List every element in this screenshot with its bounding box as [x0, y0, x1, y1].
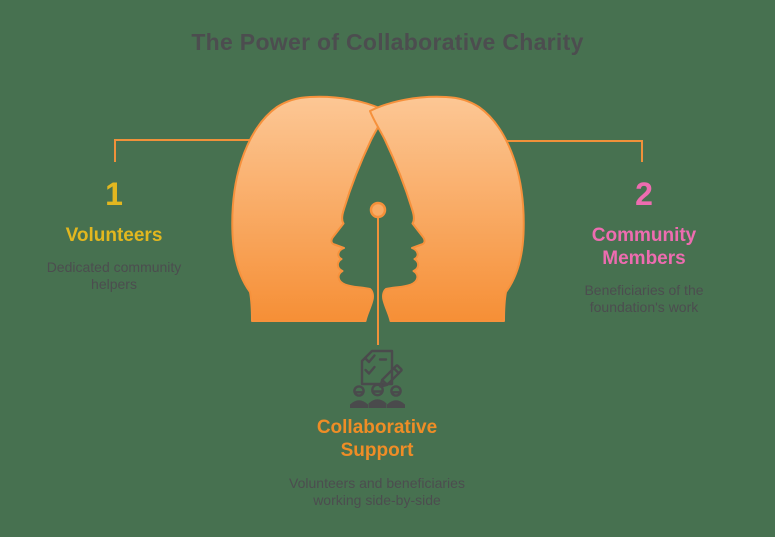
person-head-middle — [371, 383, 384, 397]
node-number: 1 — [105, 176, 123, 212]
node-label: Collaborative Support — [316, 417, 438, 461]
node-description: Beneficiaries of the foundation's work — [584, 282, 704, 315]
node-number: 2 — [635, 176, 653, 212]
checklist-with-people-icon — [350, 349, 405, 408]
connector-right — [506, 140, 643, 162]
person-head-left — [353, 385, 365, 397]
node-description: Dedicated community helpers — [46, 259, 182, 292]
node-label: Community Members — [591, 225, 697, 269]
node-description: Volunteers and beneficiaries working sid… — [289, 475, 465, 508]
node-collaborative-support: Collaborative Support Volunteers and ben… — [286, 416, 468, 509]
left-head-shape — [231, 95, 387, 322]
person-head-right — [390, 385, 402, 397]
node-community-members: 2 Community Members Beneficiaries of the… — [566, 176, 722, 316]
connector-left — [114, 139, 250, 162]
checkmark-1 — [364, 354, 376, 364]
people-shoulders — [350, 399, 405, 408]
right-head-shape — [369, 95, 525, 322]
sheet-shape — [360, 349, 394, 386]
checkmark-2 — [364, 365, 376, 375]
page-title: The Power of Collaborative Charity — [191, 29, 584, 55]
node-volunteers: 1 Volunteers Dedicated community helpers — [29, 176, 199, 293]
center-dot — [369, 201, 387, 219]
node-label: Volunteers — [65, 225, 163, 246]
